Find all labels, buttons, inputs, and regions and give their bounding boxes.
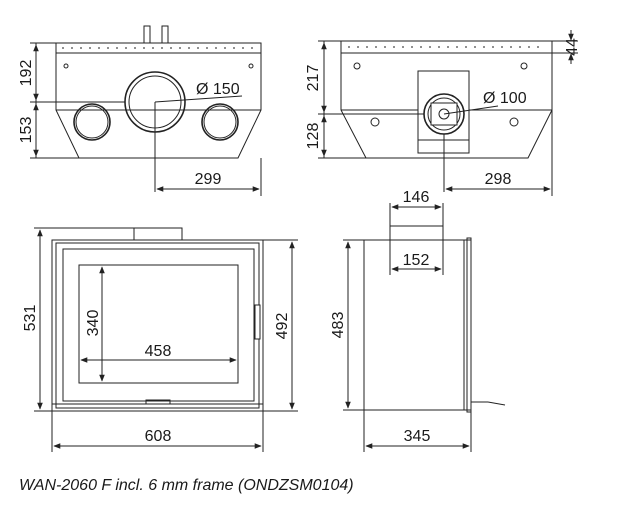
side-view [343, 203, 506, 452]
dim-298: 298 [485, 171, 512, 188]
dim-diameter-150: Ø 150 [196, 81, 240, 98]
dim-299: 299 [195, 171, 222, 188]
dim-340: 340 [85, 310, 102, 337]
drawing-caption: WAN-2060 F incl. 6 mm frame (ONDZSM0104) [19, 477, 354, 494]
dim-531: 531 [22, 305, 39, 332]
dim-44: 44 [564, 38, 581, 56]
top-right-view [318, 30, 578, 196]
dim-217: 217 [305, 65, 322, 92]
dim-192: 192 [18, 60, 35, 87]
dim-diameter-100: Ø 100 [483, 90, 527, 107]
top-left-view [30, 25, 262, 196]
dim-345: 345 [404, 428, 431, 445]
dim-608: 608 [145, 428, 172, 445]
dim-492: 492 [274, 313, 291, 340]
dim-458: 458 [145, 343, 172, 360]
dim-483: 483 [330, 312, 347, 339]
dim-128: 128 [305, 123, 322, 150]
dim-146: 146 [403, 189, 430, 206]
front-view [34, 227, 298, 452]
dim-153: 153 [18, 117, 35, 144]
dim-152: 152 [403, 252, 430, 269]
